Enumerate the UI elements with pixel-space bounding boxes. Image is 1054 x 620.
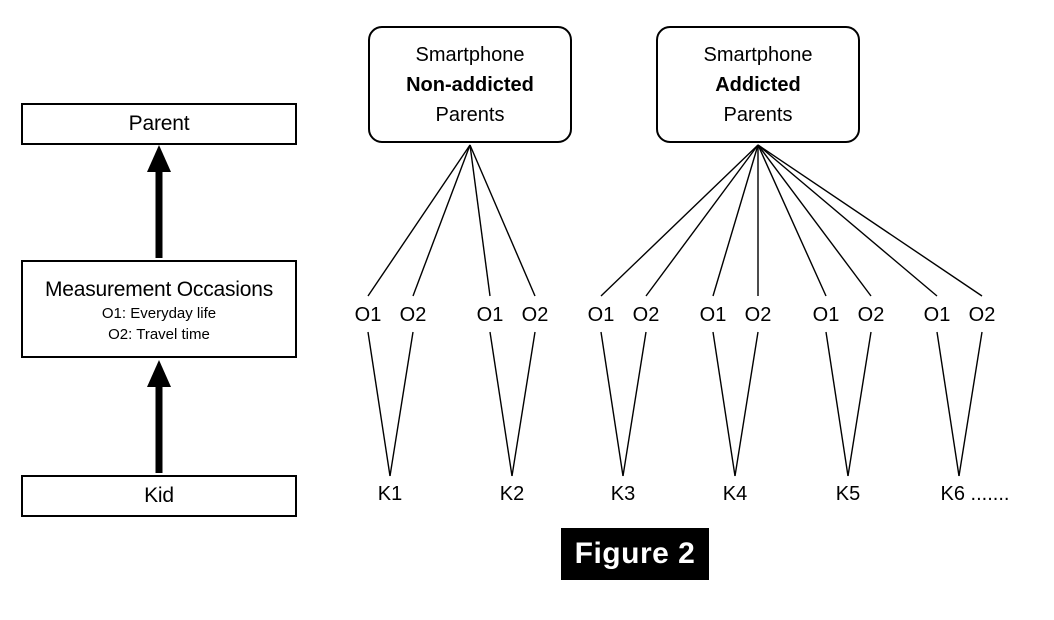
group-non-addicted-line1: Smartphone <box>415 43 525 66</box>
kid-node-2: K2 <box>499 483 525 505</box>
occasion-node-6: O2 <box>632 304 660 326</box>
legend-parent-title: Parent <box>128 112 190 135</box>
group-addicted-line1: Smartphone <box>703 43 813 66</box>
group-box-non-addicted-parents: Smartphone Non-addicted Parents <box>368 26 572 143</box>
occasion-node-10: O2 <box>857 304 885 326</box>
legend-box-parent: Parent <box>21 103 297 145</box>
occasion-node-7: O1 <box>699 304 727 326</box>
edges-addicted-to-occasions <box>600 144 983 297</box>
group-addicted-line2: Addicted <box>715 73 801 96</box>
legend-arrow-kid-to-measurement <box>147 360 171 473</box>
group-addicted-line3: Parents <box>723 103 793 126</box>
legend-box-kid: Kid <box>21 475 297 517</box>
occasion-node-11: O1 <box>923 304 951 326</box>
legend-kid-title: Kid <box>144 484 174 507</box>
occasion-node-5: O1 <box>587 304 615 326</box>
group-non-addicted-line2: Non-addicted <box>406 73 534 96</box>
edges-nonaddicted-to-occasions <box>367 144 536 297</box>
edges-occasions-to-kids <box>367 331 983 477</box>
legend-box-measurement-occasions: Measurement Occasions O1: Everyday life … <box>21 260 297 358</box>
kid-node-4: K4 <box>722 483 748 505</box>
kid-node-1: K1 <box>377 483 403 505</box>
kid-node-6: K6 ....... <box>940 483 1010 505</box>
group-box-addicted-parents: Smartphone Addicted Parents <box>656 26 860 143</box>
kid-node-5: K5 <box>835 483 861 505</box>
occasion-node-8: O2 <box>744 304 772 326</box>
legend-arrow-measurement-to-parent <box>147 145 171 258</box>
legend-measurement-o2: O2: Travel time <box>108 326 210 343</box>
occasion-node-9: O1 <box>812 304 840 326</box>
occasion-node-4: O2 <box>521 304 549 326</box>
occasion-node-12: O2 <box>968 304 996 326</box>
group-non-addicted-line3: Parents <box>435 103 505 126</box>
occasion-node-2: O2 <box>399 304 427 326</box>
occasion-node-1: O1 <box>354 304 382 326</box>
occasion-node-3: O1 <box>476 304 504 326</box>
figure-caption: Figure 2 <box>561 528 709 580</box>
kid-node-3: K3 <box>610 483 636 505</box>
legend-measurement-o1: O1: Everyday life <box>101 305 217 322</box>
legend-measurement-title: Measurement Occasions <box>44 278 274 301</box>
